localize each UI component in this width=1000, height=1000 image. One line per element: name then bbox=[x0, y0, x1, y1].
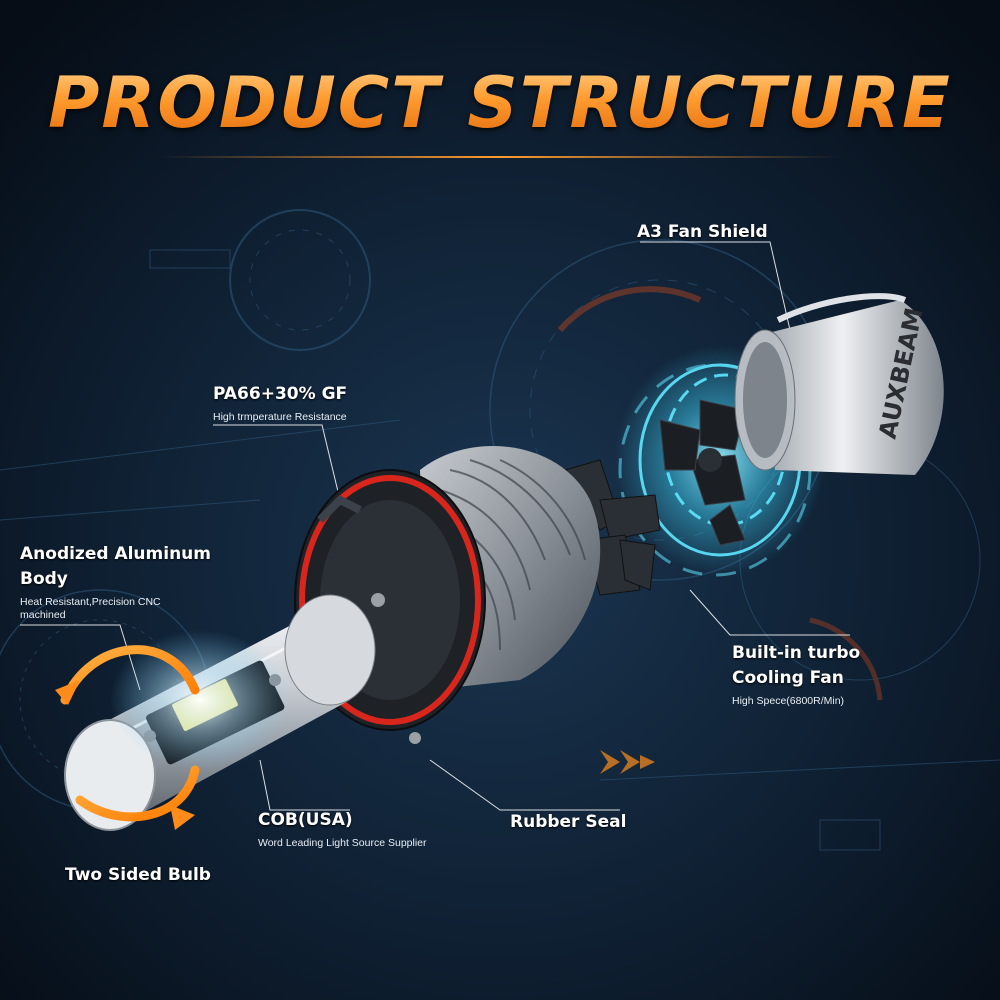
callout-heading: Body bbox=[20, 569, 68, 589]
callout-heading: Anodized Aluminum bbox=[20, 544, 211, 564]
callout-aluminum-body: Anodized Aluminum Body Heat Resistant,Pr… bbox=[20, 542, 211, 622]
callout-pa66: PA66+30% GF High trmperature Resistance bbox=[213, 382, 347, 424]
leader-lines bbox=[20, 241, 850, 811]
callout-fan-shield: A3 Fan Shield bbox=[637, 220, 768, 245]
screw-icon bbox=[371, 593, 385, 607]
callout-heading: Cooling Fan bbox=[732, 668, 844, 688]
adaptor-clip bbox=[564, 459, 661, 596]
callout-heading: Two Sided Bulb bbox=[65, 865, 211, 885]
callout-subtext: Word Leading Light Source Supplier bbox=[258, 837, 427, 849]
callout-heading: Built-in turbo bbox=[732, 643, 861, 663]
arrow-head-icon bbox=[55, 680, 80, 705]
light-glow bbox=[110, 630, 290, 770]
callout-heading: Rubber Seal bbox=[510, 812, 627, 832]
callout-subtext: machined bbox=[20, 609, 66, 621]
callout-subtext: High Spece(6800R/Min) bbox=[732, 695, 845, 707]
callout-heading: A3 Fan Shield bbox=[637, 222, 768, 242]
page-title: PRODUCT STRUCTURE bbox=[0, 62, 1000, 144]
callout-heading: COB(USA) bbox=[258, 810, 353, 830]
orange-chevrons bbox=[600, 750, 655, 774]
callout-two-sided-bulb: Two Sided Bulb bbox=[65, 863, 211, 888]
callout-subtext: Heat Resistant,Precision CNC bbox=[20, 596, 161, 608]
title-underline bbox=[160, 156, 840, 158]
rubber-seal-ring bbox=[299, 475, 481, 725]
callout-heading: PA66+30% GF bbox=[213, 384, 348, 404]
rotation-arrows bbox=[60, 645, 200, 822]
callout-cob: COB(USA) Word Leading Light Source Suppl… bbox=[258, 808, 427, 850]
arrow-head-icon bbox=[170, 805, 195, 830]
bulb-body bbox=[64, 594, 376, 831]
callout-subtext: High trmperature Resistance bbox=[213, 411, 347, 423]
callout-cooling-fan: Built-in turbo Cooling Fan High Spece(68… bbox=[732, 641, 860, 708]
callout-rubber-seal: Rubber Seal bbox=[510, 810, 626, 835]
fan-shield: AUXBEAM bbox=[734, 293, 944, 475]
